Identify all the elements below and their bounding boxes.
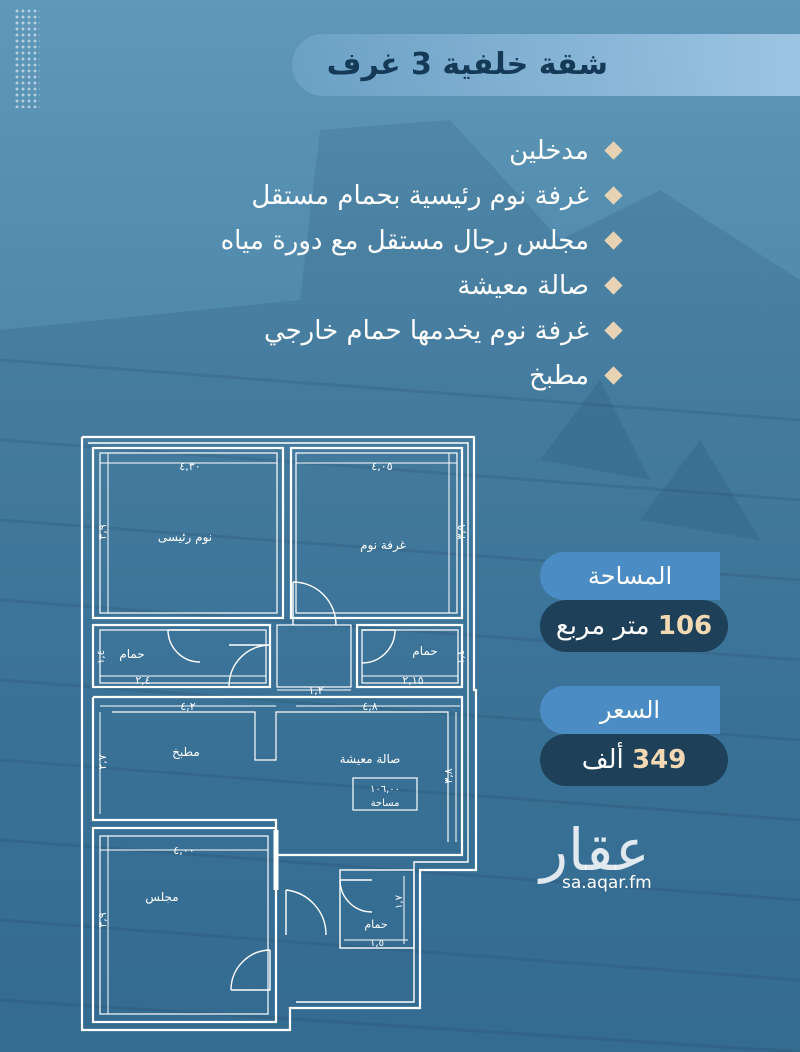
page-title: شقة خلفية 3 غرف bbox=[326, 47, 608, 82]
feature-text: صالة معيشة bbox=[457, 270, 589, 301]
dimension-label: ٣,٩ bbox=[96, 912, 109, 927]
door-swing-corridor bbox=[228, 644, 271, 687]
room-label-master-bedroom: نوم رئيسى bbox=[158, 530, 212, 545]
brand-url: sa.aqar.fm bbox=[562, 873, 652, 893]
door-swing-entrance bbox=[230, 949, 271, 991]
door-swing-bedroom bbox=[292, 581, 337, 626]
area-unit: متر مربع bbox=[555, 611, 650, 641]
dimension-label: ٣,٩ bbox=[455, 524, 468, 539]
room-label-bath-right: حمام bbox=[412, 644, 437, 658]
majlis-inner bbox=[99, 835, 269, 1015]
price-number: 349 bbox=[632, 745, 687, 775]
dimension-label: ٤,٠٠ bbox=[173, 844, 194, 857]
feature-text: مجلس رجال مستقل مع دورة مياه bbox=[220, 225, 589, 256]
dimension-label: ١,٢ bbox=[308, 684, 323, 697]
aqar-logo: عقار bbox=[540, 816, 650, 884]
feature-text: غرفة نوم يخدمها حمام خارجي bbox=[263, 315, 589, 346]
master-bedroom-outline bbox=[91, 446, 285, 620]
dimension-label: ٤,٨ bbox=[362, 700, 377, 713]
outer-wall bbox=[80, 435, 478, 1032]
dimension-label: ٤,٣٠ bbox=[179, 460, 200, 473]
dimension-label: ٢,٧ bbox=[96, 754, 109, 769]
price-unit: ألف bbox=[581, 745, 624, 775]
feature-item: مدخلين bbox=[221, 128, 623, 173]
area-box bbox=[352, 777, 418, 811]
area-number: 106 bbox=[657, 611, 713, 641]
dimension-label: ٣,٩ bbox=[96, 524, 109, 539]
feature-item: مطبخ bbox=[221, 353, 623, 398]
room-label-bedroom: غرفة نوم bbox=[360, 538, 406, 553]
majlis-outline bbox=[91, 826, 278, 1024]
area-box-value: ١٠٦,٠٠ bbox=[370, 784, 400, 795]
dot-pattern bbox=[14, 8, 40, 108]
door-swing-bath-small bbox=[339, 879, 373, 913]
price-value-pill: 349 ألف bbox=[540, 734, 728, 786]
feature-item: صالة معيشة bbox=[221, 263, 623, 308]
room-label-bath-small: حمام bbox=[364, 918, 387, 931]
price-label-pill: السعر bbox=[540, 686, 720, 734]
feature-item: مجلس رجال مستقل مع دورة مياه bbox=[220, 218, 623, 263]
room-label-bath-left: حمام bbox=[119, 647, 144, 661]
door-swing-bath-right bbox=[361, 629, 396, 664]
dimension-label: ١,٤ bbox=[456, 650, 467, 664]
area-box-label: مساحة bbox=[371, 798, 400, 809]
feature-item: غرفة نوم رئيسية بحمام مستقل bbox=[221, 173, 623, 218]
corridor-outline bbox=[276, 624, 352, 688]
room-label-living: صالة معيشة bbox=[340, 752, 401, 766]
door-swing-bath-left bbox=[167, 629, 201, 663]
bath-small-outline bbox=[339, 869, 415, 949]
dimension-label: ٢,٤ bbox=[135, 674, 150, 687]
dimension-label: ١,٤ bbox=[96, 650, 107, 664]
room-label-majlis: مجلس bbox=[145, 890, 178, 905]
kitchen-living-inner bbox=[112, 711, 449, 842]
feature-item: غرفة نوم يخدمها حمام خارجي bbox=[221, 308, 623, 353]
title-banner bbox=[292, 34, 800, 96]
bedroom-inner bbox=[295, 452, 458, 614]
area-label-pill: المساحة bbox=[540, 552, 720, 600]
door-swing-majlis bbox=[285, 889, 327, 936]
master-bedroom-inner bbox=[99, 452, 278, 614]
bath-right-outline bbox=[355, 623, 464, 689]
room-label-kitchen: مطبخ bbox=[172, 745, 200, 759]
feature-text: غرفة نوم رئيسية بحمام مستقل bbox=[251, 180, 589, 211]
feature-text: مطبخ bbox=[529, 360, 589, 391]
area-value-pill: 106 متر مربع bbox=[540, 600, 728, 652]
dimension-label: ٤,٢ bbox=[180, 700, 195, 713]
bedroom-outline bbox=[289, 446, 464, 620]
feature-list: مدخلين غرفة نوم رئيسية بحمام مستقل مجلس … bbox=[220, 128, 623, 398]
dimension-label: ٢,١٥ bbox=[402, 674, 423, 687]
dimension-label: ٤,٠٥ bbox=[371, 460, 392, 473]
dimension-label: ١,٥ bbox=[370, 938, 384, 949]
bath-right-inner bbox=[361, 629, 459, 684]
feature-text: مدخلين bbox=[509, 135, 589, 166]
outer-wall-inner bbox=[88, 442, 469, 1003]
dimension-label: ١,٧ bbox=[394, 894, 405, 909]
dimension-label: ٣,٨ bbox=[442, 768, 455, 783]
